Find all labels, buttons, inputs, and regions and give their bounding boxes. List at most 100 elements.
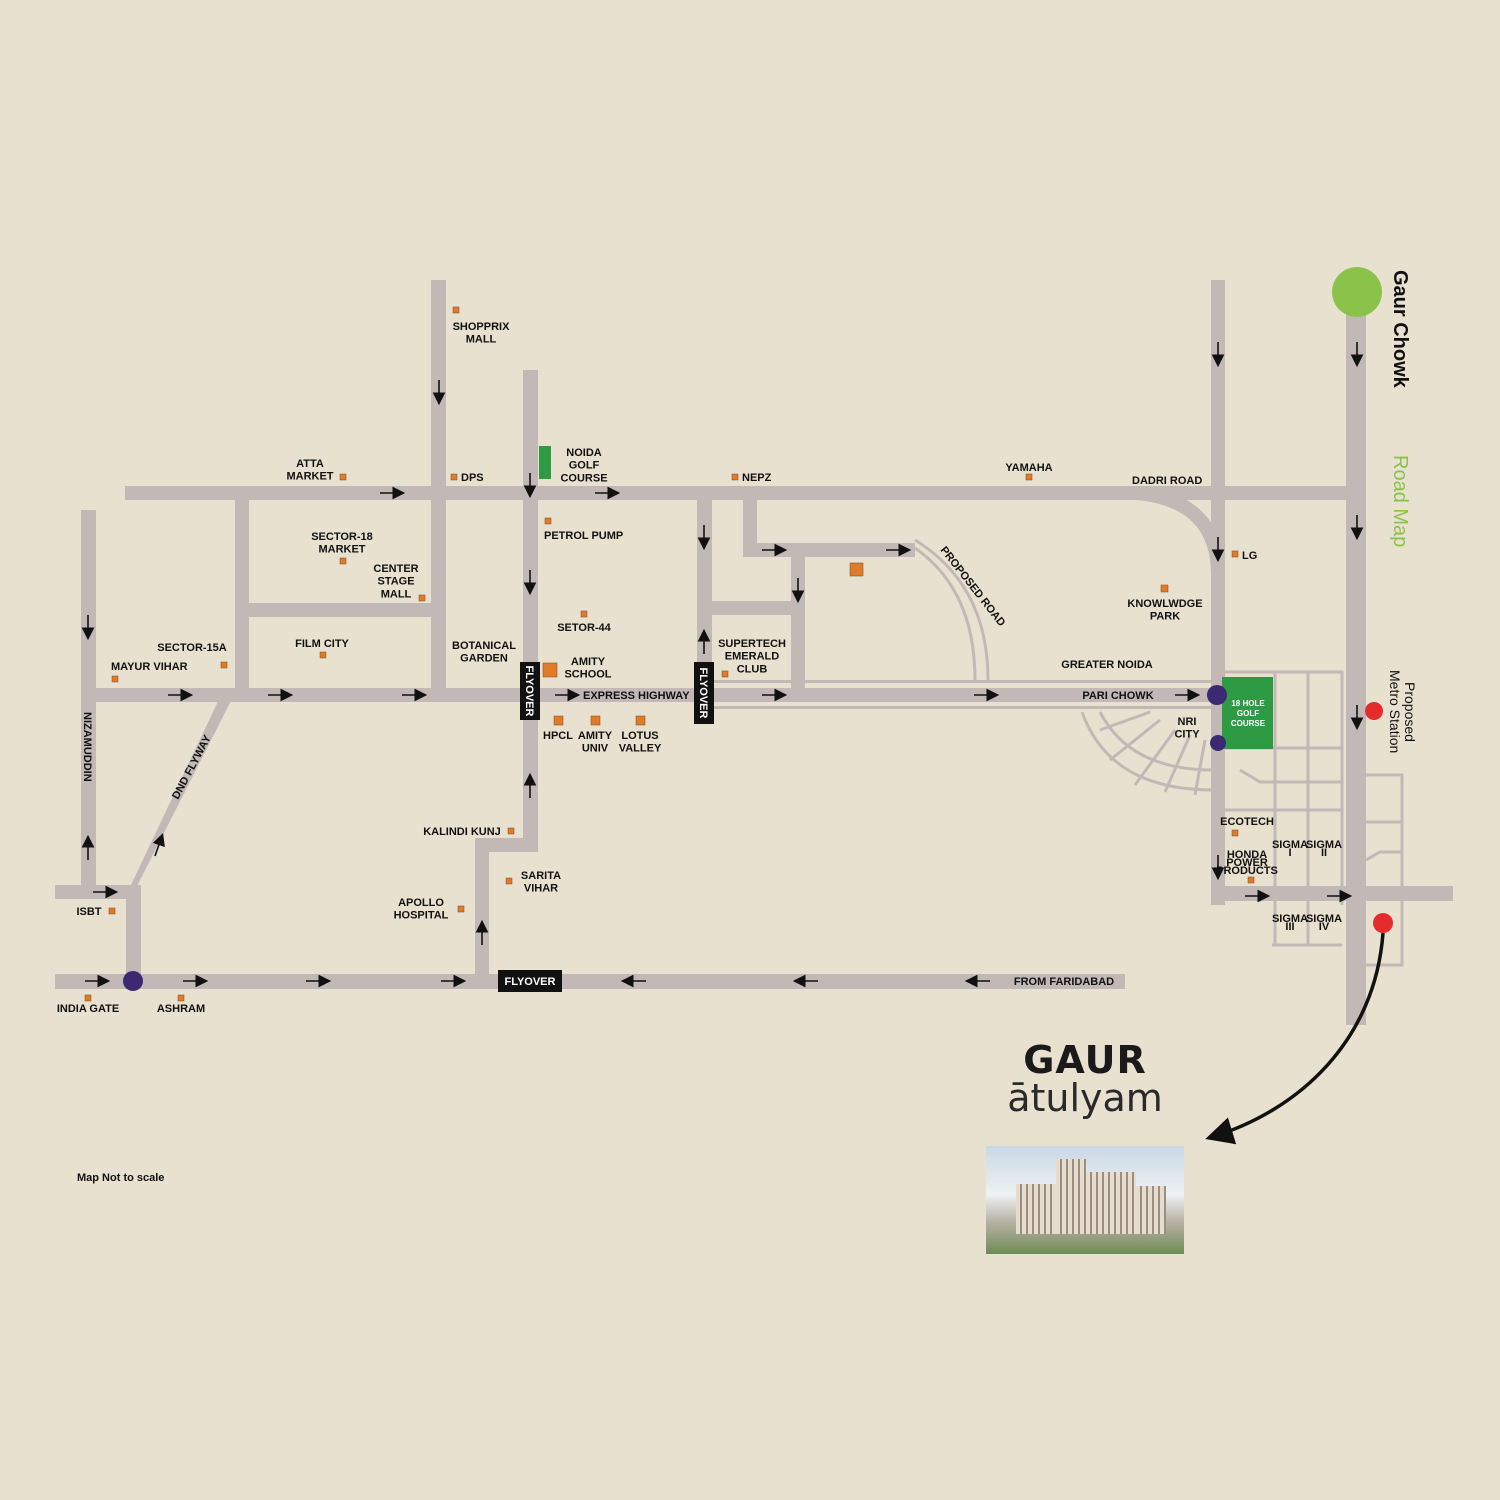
place-label: ASHRAM	[157, 1003, 205, 1015]
flyover-label: FLYOVER	[697, 668, 709, 719]
place-label-line: III	[1285, 921, 1294, 933]
place-label: PARI CHOWK	[1082, 690, 1153, 702]
flyover-label: FLYOVER	[523, 666, 535, 717]
place-label-line: POWER	[1226, 857, 1268, 869]
roads	[55, 280, 1453, 1025]
metro-label-line1: Proposed	[1402, 682, 1418, 742]
poi-marker	[452, 306, 460, 314]
svg-text:GOLF: GOLF	[1237, 709, 1259, 718]
poi-marker	[1231, 829, 1239, 837]
place-label-line: MARKET	[318, 544, 365, 556]
dnd-flyway-label: DND FLYWAY	[170, 733, 214, 802]
place-label-line: COURSE	[560, 472, 607, 484]
poi-marker	[544, 517, 552, 525]
direction-arrow	[152, 832, 165, 857]
poi-marker	[84, 994, 92, 1002]
project-photo	[986, 1146, 1184, 1254]
road-segment	[55, 974, 1125, 989]
place-label-line: NRI	[1178, 716, 1197, 728]
poi-marker	[580, 610, 588, 618]
place-label-line: NEPZ	[742, 472, 772, 484]
place-label: SETOR-44	[557, 622, 611, 634]
site-pointer-arrow	[1205, 932, 1385, 1145]
place-label-line: SIGMA	[1306, 839, 1342, 851]
place-label: SECTOR-15A	[157, 642, 227, 654]
proposed-road-label: PROPOSED ROAD	[938, 544, 1008, 628]
india-gate-junction	[123, 971, 143, 991]
road-segment	[90, 688, 1215, 702]
nri-city-junction	[1210, 735, 1226, 751]
place-label-line: SHOPPRIX	[453, 321, 511, 333]
place-label-line: DADRI ROAD	[1132, 475, 1202, 487]
road-segment	[704, 601, 798, 615]
place-label: YAMAHA	[1005, 462, 1052, 474]
place-label-line: HOSPITAL	[394, 910, 449, 922]
road-segment	[242, 603, 438, 617]
place-label-line: CLUB	[737, 663, 768, 675]
place-label-line: VALLEY	[619, 743, 662, 755]
place-label-line: SIGMA	[1272, 913, 1308, 925]
road-segment	[1213, 886, 1453, 901]
place-label-line: DPS	[461, 472, 484, 484]
place-label-line: IV	[1319, 921, 1330, 933]
dadri-curve	[1135, 486, 1225, 576]
nizamuddin-label: NIZAMUDDIN	[81, 712, 93, 782]
place-label: HPCL	[543, 730, 573, 742]
place-label: GREATER NOIDA	[1061, 659, 1153, 671]
place-label: MAYUR VIHAR	[111, 661, 188, 673]
road-segment	[1346, 290, 1366, 1025]
place-label-line: GARDEN	[460, 653, 508, 665]
place-label: FILM CITY	[295, 638, 349, 650]
poi-marker	[507, 827, 515, 835]
place-label-line: EXPRESS HIGHWAY	[583, 690, 690, 702]
place-label-line: INDIA GATE	[57, 1003, 119, 1015]
place-label-line: KALINDI KUNJ	[423, 826, 501, 838]
place-label-line: PARI CHOWK	[1082, 690, 1153, 702]
place-label-line: PARK	[1150, 611, 1180, 623]
poi-marker	[553, 715, 564, 726]
place-label-line: NOIDA	[566, 447, 602, 459]
place-label-line: MARKET	[286, 471, 333, 483]
place-label-line: STAGE	[377, 576, 414, 588]
pari-chowk-junction	[1207, 685, 1227, 705]
place-label-line: SIGMA	[1272, 839, 1308, 851]
poi-marker	[450, 473, 458, 481]
metro-label-line2: Metro Station	[1387, 670, 1403, 753]
poi-marker	[108, 907, 116, 915]
place-label-line: FILM CITY	[295, 638, 349, 650]
place-label-line: GREATER NOIDA	[1061, 659, 1153, 671]
place-label-line: SECTOR-18	[311, 531, 373, 543]
poi-marker	[319, 651, 327, 659]
svg-text:COURSE: COURSE	[1231, 719, 1266, 728]
place-label-line: VIHAR	[524, 883, 558, 895]
place-label: DPS	[461, 472, 484, 484]
place-label: NEPZ	[742, 472, 772, 484]
poi-marker	[1025, 473, 1033, 481]
poi-marker	[731, 473, 739, 481]
poi-markers	[84, 306, 1255, 1002]
place-label-line: MALL	[381, 588, 412, 600]
brand-name: GAUR	[1023, 1038, 1147, 1082]
place-label: PETROL PUMP	[544, 530, 623, 542]
road-lane	[712, 680, 1215, 683]
flyover-badge	[694, 662, 714, 724]
place-label-line: ISBT	[76, 906, 101, 918]
place-label: EXPRESS HIGHWAY	[583, 690, 690, 702]
poi-marker	[339, 473, 347, 481]
place-label-line: CENTER	[373, 563, 418, 575]
poi-marker	[505, 877, 513, 885]
svg-text:18 HOLE: 18 HOLE	[1231, 699, 1265, 708]
road-segment	[523, 370, 538, 845]
metro-icon	[1365, 702, 1383, 720]
golf-course-label: 18 HOLE GOLF COURSE	[1231, 699, 1266, 728]
place-label-line: FROM FARIDABAD	[1014, 976, 1114, 988]
poi-marker	[177, 994, 185, 1002]
